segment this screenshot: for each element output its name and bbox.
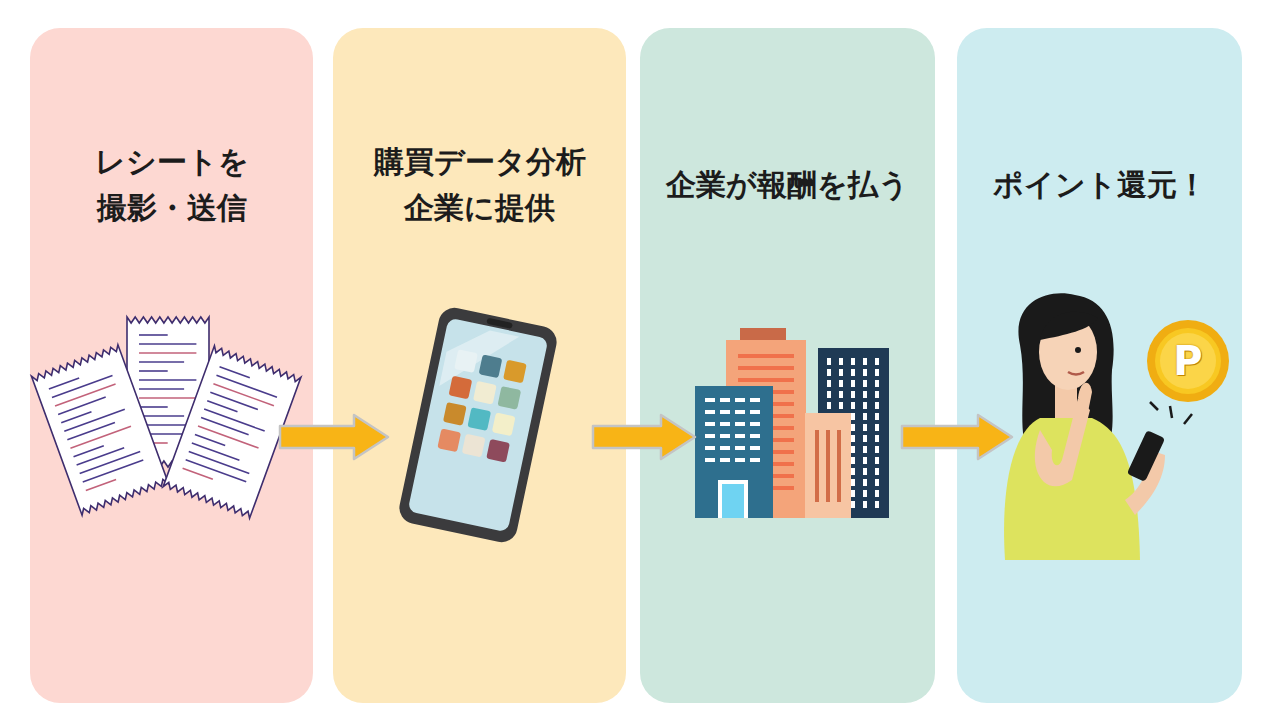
coin-letter: P bbox=[1173, 338, 1202, 384]
step-title: レシートを 撮影・送信 bbox=[88, 125, 256, 245]
step-title: ポイント還元！ bbox=[969, 125, 1230, 245]
step-title: 企業が報酬を払う bbox=[653, 125, 923, 245]
step-title: 購買データ分析 企業に提供 bbox=[366, 125, 594, 245]
